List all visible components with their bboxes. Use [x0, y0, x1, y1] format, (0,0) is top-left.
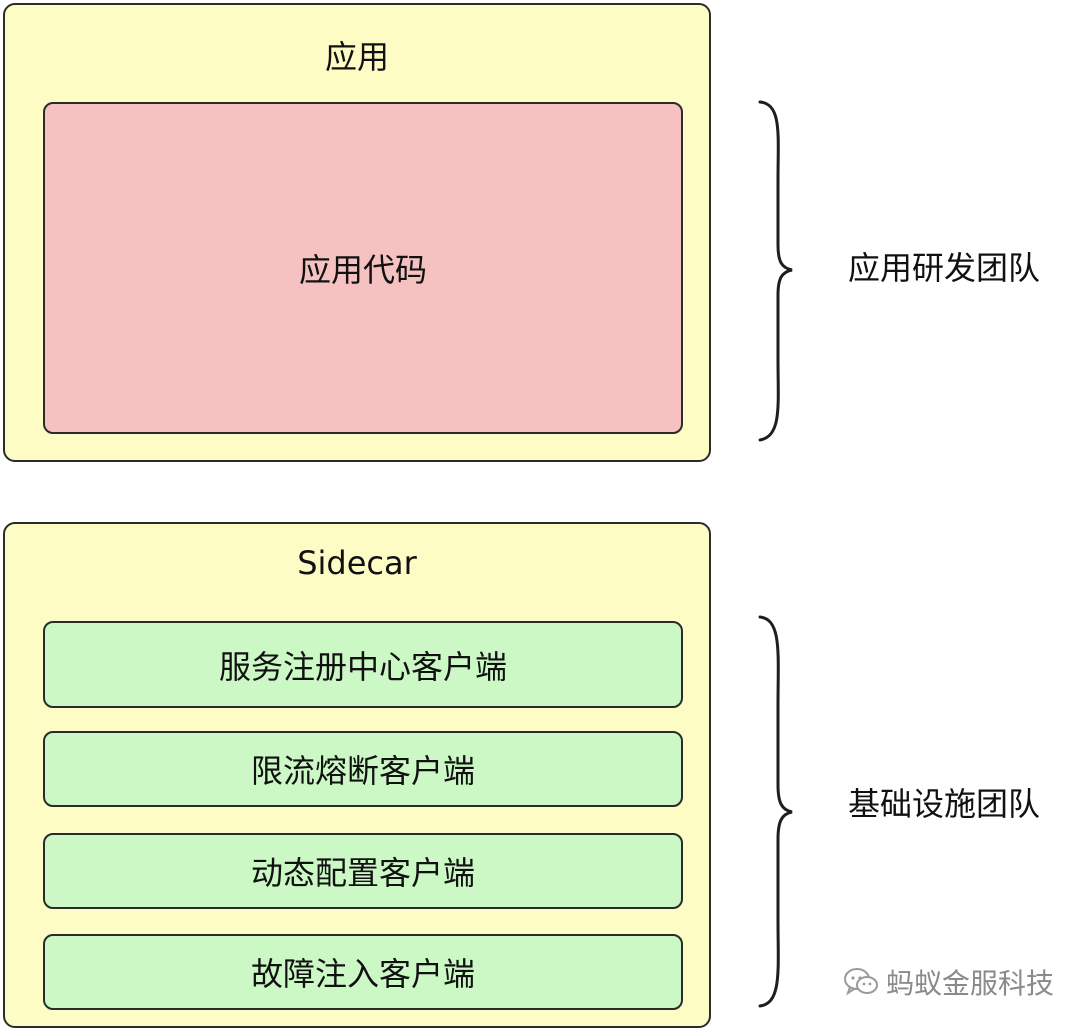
app-container: 应用 应用代码 — [3, 3, 711, 462]
app-team-label: 应用研发团队 — [848, 249, 1041, 287]
sidecar-container: Sidecar 服务注册中心客户端 限流熔断客户端 动态配置客户端 故障注入客户… — [3, 522, 711, 1028]
client-box-service-registry: 服务注册中心客户端 — [43, 621, 683, 708]
infra-team-brace — [758, 615, 793, 1008]
app-title: 应用 — [324, 38, 389, 76]
watermark-text: 蚂蚁金服科技 — [886, 967, 1055, 1000]
client-box-fault-injection: 故障注入客户端 — [43, 934, 683, 1010]
wechat-icon — [844, 968, 878, 996]
client-box-rate-limit: 限流熔断客户端 — [43, 731, 683, 807]
infra-team-label: 基础设施团队 — [848, 785, 1041, 823]
app-team-brace — [758, 100, 793, 442]
client-box-dynamic-config: 动态配置客户端 — [43, 833, 683, 909]
watermark: 蚂蚁金服科技 — [842, 962, 1054, 1002]
app-code-box: 应用代码 — [43, 102, 683, 434]
sidecar-title: Sidecar — [297, 544, 417, 582]
